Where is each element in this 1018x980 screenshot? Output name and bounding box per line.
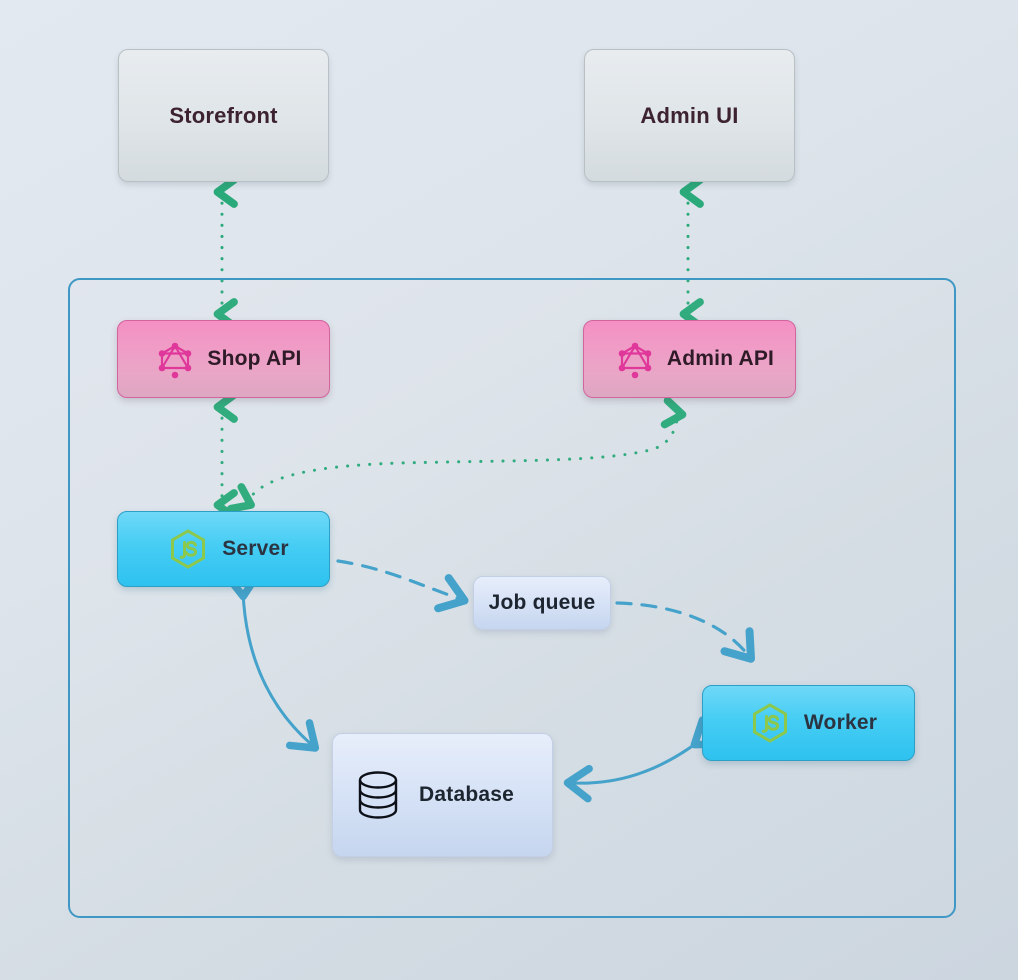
node-admin-api[interactable]: Admin API — [583, 320, 796, 398]
nodejs-icon — [166, 527, 210, 571]
server-container-boundary — [68, 278, 956, 918]
node-shop-api-label: Shop API — [207, 347, 302, 370]
node-server[interactable]: Server — [117, 511, 330, 587]
node-storefront-label: Storefront — [169, 102, 278, 128]
nodejs-icon — [748, 701, 792, 745]
node-database-label: Database — [419, 783, 514, 806]
database-icon — [355, 769, 401, 821]
graphql-icon — [615, 339, 655, 379]
node-job-queue[interactable]: Job queue — [473, 576, 611, 630]
node-worker-label: Worker — [803, 711, 878, 734]
node-server-label: Server — [222, 537, 289, 560]
node-admin-ui-label: Admin UI — [640, 102, 739, 128]
node-worker[interactable]: Worker — [702, 685, 915, 761]
node-admin-api-label: Admin API — [666, 347, 775, 370]
node-job-queue-label: Job queue — [488, 591, 596, 614]
node-database[interactable]: Database — [332, 733, 553, 857]
graphql-icon — [155, 339, 195, 379]
node-storefront[interactable]: Storefront — [118, 49, 329, 182]
node-admin-ui[interactable]: Admin UI — [584, 49, 795, 182]
node-shop-api[interactable]: Shop API — [117, 320, 330, 398]
